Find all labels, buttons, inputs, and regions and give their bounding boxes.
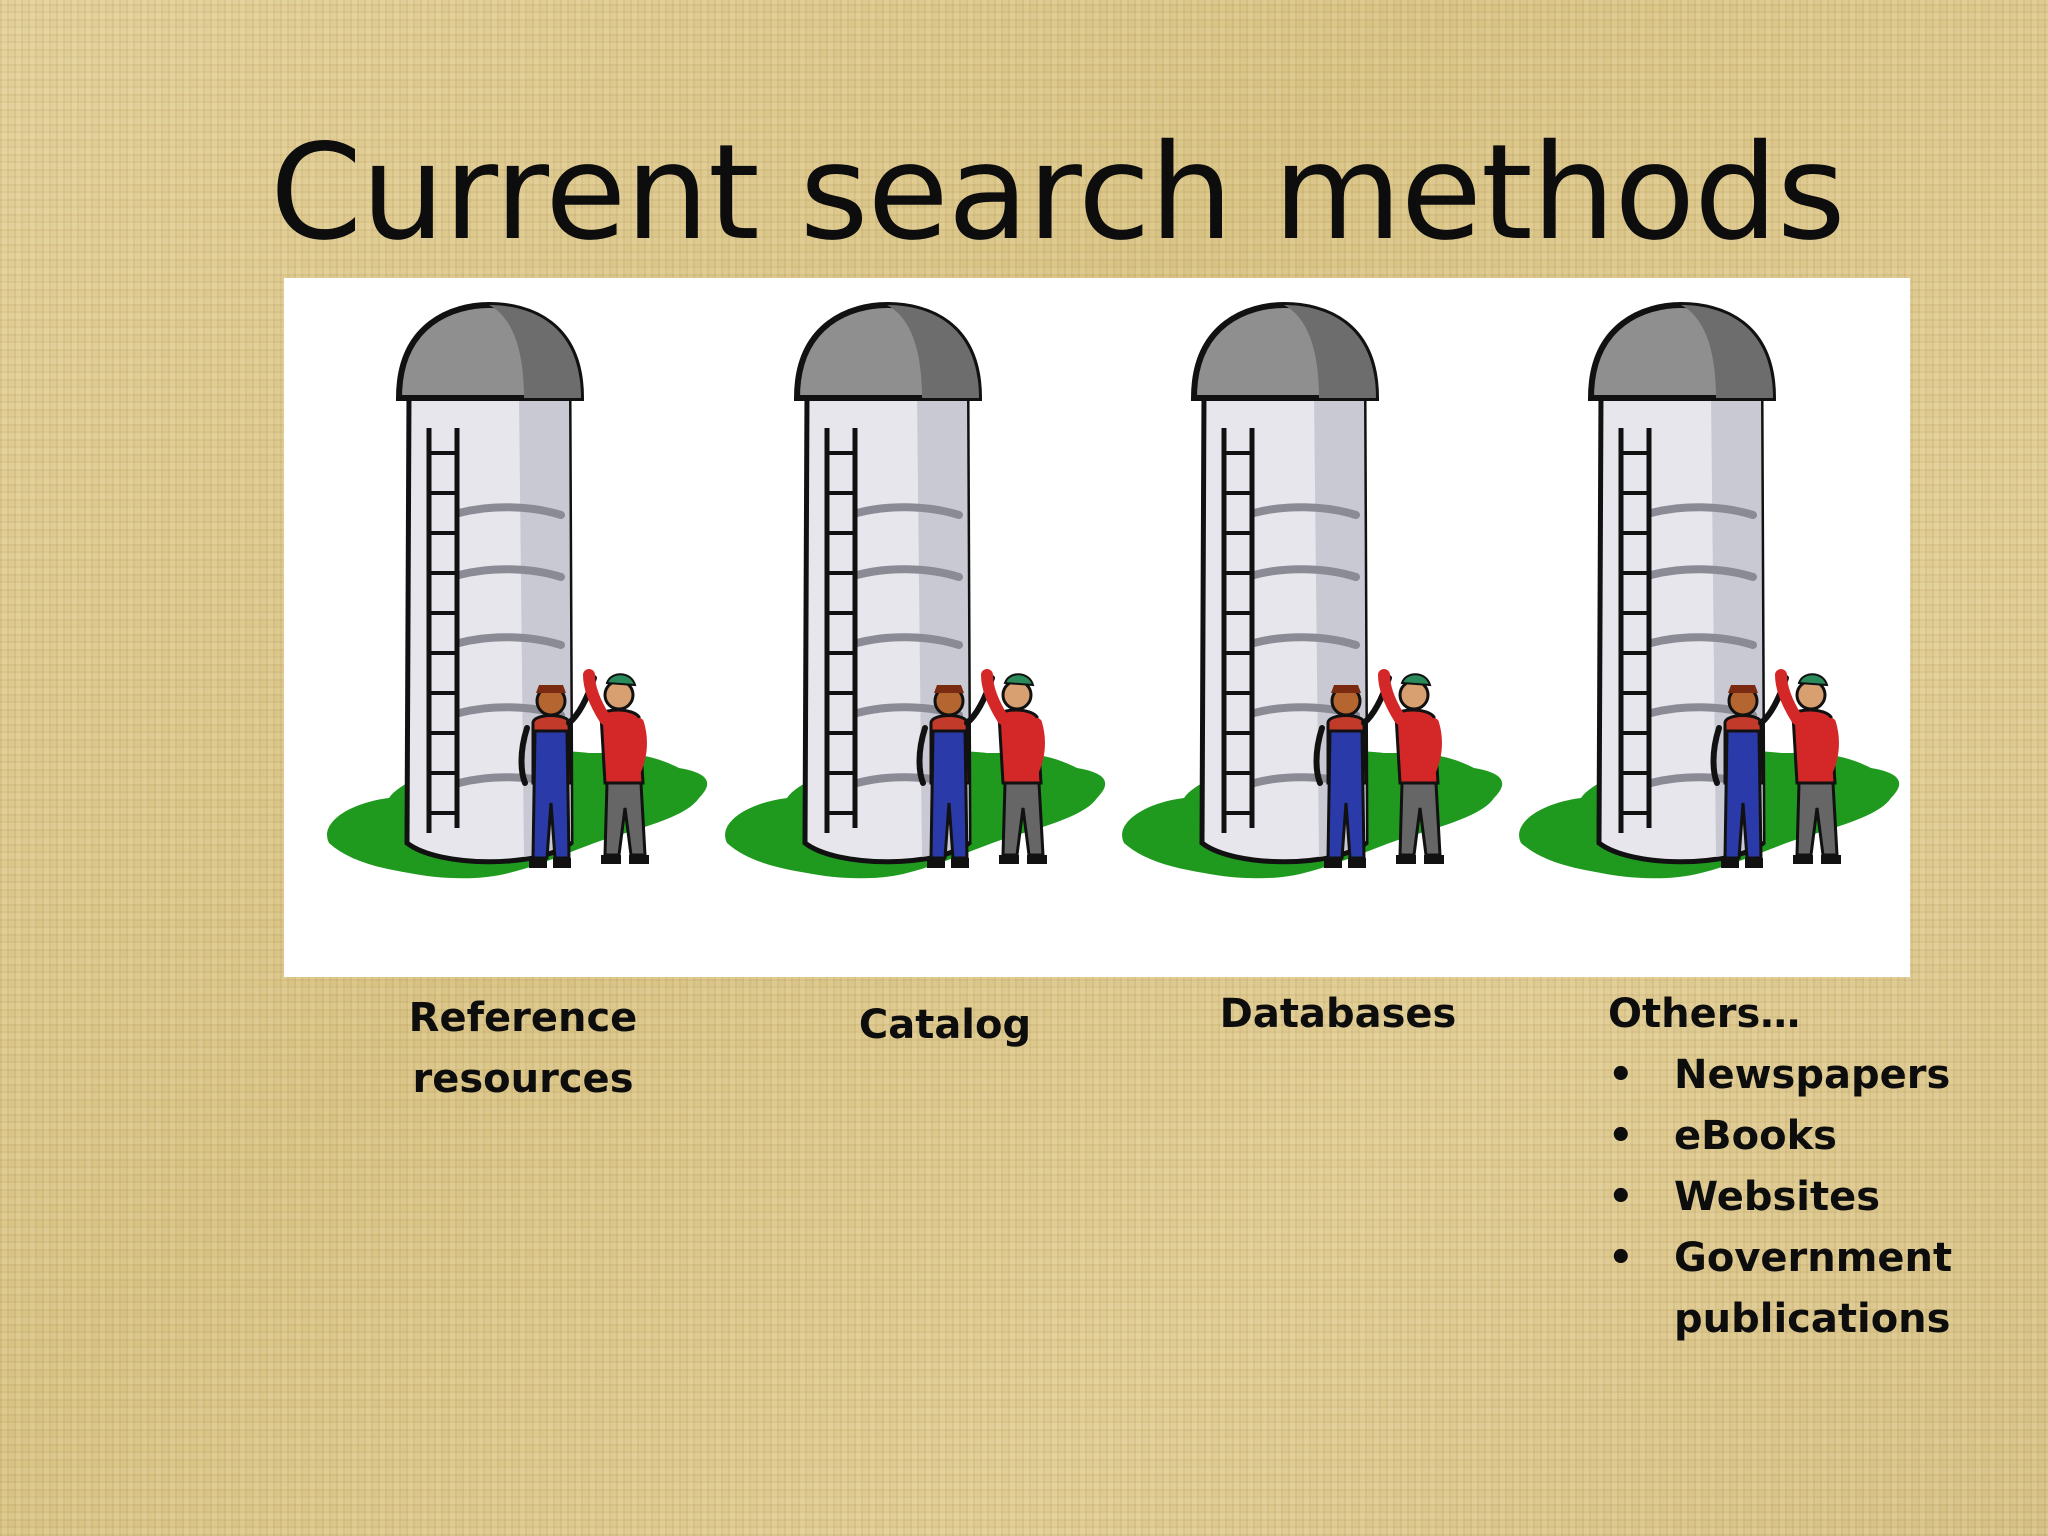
slide-title: Current search methods — [270, 116, 1846, 270]
bullet-glyph: • — [1608, 1235, 1634, 1281]
others-list: • Newspapers • eBooks • Websites • Gover… — [1608, 1045, 2028, 1350]
silo-3 — [1122, 305, 1502, 878]
caption-reference-line2: resources — [412, 1056, 634, 1102]
list-item-label-continued: publications — [1674, 1296, 1951, 1342]
others-list-block: Others… • Newspapers • eBooks • Websites… — [1608, 984, 2028, 1350]
bullet-glyph: • — [1608, 1052, 1634, 1098]
list-item: • eBooks — [1608, 1106, 2028, 1167]
list-item: • Websites — [1608, 1167, 2028, 1228]
silos-illustration — [284, 278, 1910, 977]
bullet-glyph: • — [1608, 1174, 1634, 1220]
list-item-label: eBooks — [1674, 1113, 1837, 1159]
silo-2 — [725, 305, 1105, 878]
list-item-label: Websites — [1674, 1174, 1881, 1220]
bullet-glyph: • — [1608, 1113, 1634, 1159]
caption-catalog: Catalog — [858, 1002, 1032, 1048]
list-item-label: Government — [1674, 1235, 1953, 1281]
silo-1 — [327, 305, 707, 878]
others-heading: Others… — [1608, 991, 1801, 1037]
caption-databases: Databases — [1219, 991, 1457, 1037]
list-item: • Government publications — [1608, 1228, 2028, 1350]
caption-reference-line1: Reference — [408, 995, 638, 1041]
caption-reference-resources: Reference resources — [393, 988, 653, 1110]
list-item-label: Newspapers — [1674, 1052, 1951, 1098]
silo-4 — [1519, 305, 1899, 878]
list-item: • Newspapers — [1608, 1045, 2028, 1106]
